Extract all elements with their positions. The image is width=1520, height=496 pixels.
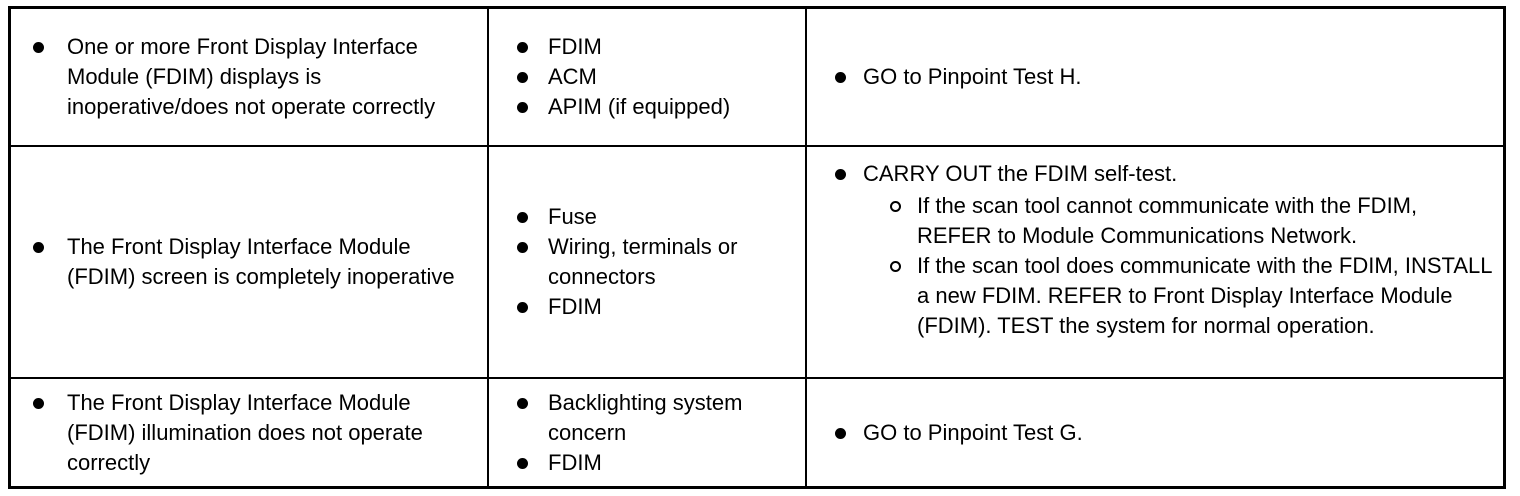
cause-text: Backlighting system concern xyxy=(548,389,743,445)
bullet-icon xyxy=(517,72,528,83)
diagnostic-table: One or more Front Display Interface Modu… xyxy=(8,6,1506,489)
list-item: Backlighting system concern xyxy=(489,388,805,448)
cause-text: FDIM xyxy=(548,34,602,59)
cause-text: ACM xyxy=(548,64,597,89)
sub-action-text: If the scan tool does communicate with t… xyxy=(917,253,1492,338)
table-row: One or more Front Display Interface Modu… xyxy=(11,9,1503,147)
cause-text: FDIM xyxy=(548,294,602,319)
action-list: CARRY OUT the FDIM self-test. If the sca… xyxy=(807,159,1503,341)
list-item: FDIM xyxy=(489,292,805,322)
sub-action-text: If the scan tool cannot communicate with… xyxy=(917,193,1418,248)
symptom-text: One or more Front Display Interface Modu… xyxy=(67,34,436,119)
cause-list: Fuse Wiring, terminals or connectors FDI… xyxy=(489,202,805,322)
table-row: The Front Display Interface Module (FDIM… xyxy=(11,147,1503,379)
sub-action-list: If the scan tool cannot communicate with… xyxy=(807,191,1503,341)
cause-text: Wiring, terminals or connectors xyxy=(548,234,738,289)
hollow-bullet-icon xyxy=(890,261,901,272)
hollow-bullet-icon xyxy=(890,201,901,212)
list-item: ACM xyxy=(489,62,738,92)
table-row: The Front Display Interface Module (FDIM… xyxy=(11,379,1503,486)
list-item: Fuse xyxy=(489,202,805,232)
bullet-icon xyxy=(835,169,846,180)
cause-list: FDIM ACM APIM (if equipped) xyxy=(489,32,738,122)
action-text: CARRY OUT the FDIM self-test. xyxy=(863,161,1178,186)
bullet-icon xyxy=(517,42,528,53)
cause-list: Backlighting system concern FDIM xyxy=(489,388,805,478)
cause-text: FDIM xyxy=(548,449,602,475)
cause-cell: Fuse Wiring, terminals or connectors FDI… xyxy=(489,147,807,377)
symptom-list: One or more Front Display Interface Modu… xyxy=(11,32,487,122)
action-text: GO to Pinpoint Test G. xyxy=(863,419,1083,445)
action-cell: CARRY OUT the FDIM self-test. If the sca… xyxy=(807,147,1503,377)
symptom-cell: The Front Display Interface Module (FDIM… xyxy=(11,147,489,377)
cause-cell: Backlighting system concern FDIM xyxy=(489,379,807,486)
cause-cell: FDIM ACM APIM (if equipped) xyxy=(489,9,807,145)
bullet-icon xyxy=(517,212,528,223)
list-item: One or more Front Display Interface Modu… xyxy=(11,32,487,122)
symptom-cell: One or more Front Display Interface Modu… xyxy=(11,9,489,145)
sub-list-item: If the scan tool cannot communicate with… xyxy=(863,191,1503,251)
bullet-icon xyxy=(33,42,44,53)
bullet-icon xyxy=(517,457,528,469)
sub-list-item: If the scan tool does communicate with t… xyxy=(863,251,1503,341)
list-item: Wiring, terminals or connectors xyxy=(489,232,805,292)
list-item: The Front Display Interface Module (FDIM… xyxy=(11,232,487,292)
list-item: GO to Pinpoint Test G. xyxy=(807,418,1091,448)
action-list: GO to Pinpoint Test H. xyxy=(807,62,1089,92)
symptom-text: The Front Display Interface Module (FDIM… xyxy=(67,389,423,475)
symptom-list: The Front Display Interface Module (FDIM… xyxy=(11,232,487,292)
list-item: FDIM xyxy=(489,448,805,478)
bullet-icon xyxy=(33,242,44,253)
list-item: CARRY OUT the FDIM self-test. xyxy=(807,159,1503,189)
list-item: GO to Pinpoint Test H. xyxy=(807,62,1089,92)
bullet-icon xyxy=(517,102,528,113)
bullet-icon xyxy=(835,72,846,83)
bullet-icon xyxy=(33,397,44,409)
action-list: GO to Pinpoint Test G. xyxy=(807,418,1091,448)
action-text: GO to Pinpoint Test H. xyxy=(863,64,1082,89)
list-item: The Front Display Interface Module (FDIM… xyxy=(11,388,487,478)
symptom-cell: The Front Display Interface Module (FDIM… xyxy=(11,379,489,486)
bullet-icon xyxy=(835,427,846,439)
bullet-icon xyxy=(517,242,528,253)
list-item: APIM (if equipped) xyxy=(489,92,738,122)
symptom-text: The Front Display Interface Module (FDIM… xyxy=(67,234,455,289)
action-cell: GO to Pinpoint Test H. xyxy=(807,9,1503,145)
symptom-list: The Front Display Interface Module (FDIM… xyxy=(11,388,487,478)
cause-text: Fuse xyxy=(548,204,597,229)
list-item: FDIM xyxy=(489,32,738,62)
cause-text: APIM (if equipped) xyxy=(548,94,731,119)
bullet-icon xyxy=(517,302,528,313)
bullet-icon xyxy=(517,397,528,409)
action-cell: GO to Pinpoint Test G. xyxy=(807,379,1503,486)
